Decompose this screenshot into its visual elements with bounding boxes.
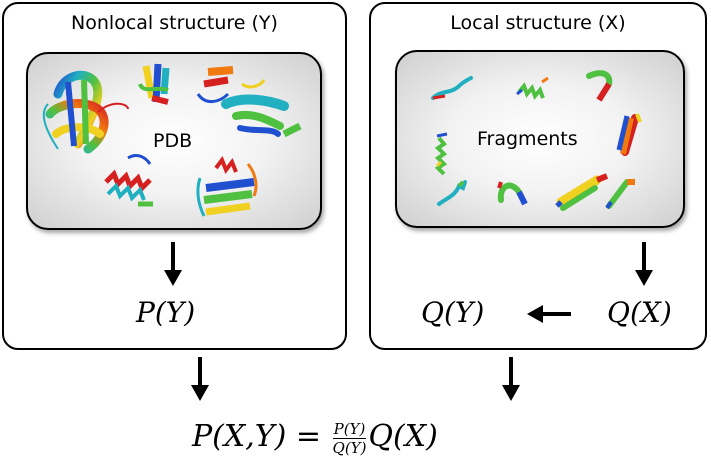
fragment-7 (497, 181, 528, 206)
p-of-y-label: P(Y) (136, 296, 196, 329)
formula-lhs: P(X,Y) = (192, 419, 321, 454)
fragment-6 (437, 180, 467, 206)
fragment-structures-illustration (431, 70, 642, 211)
arrow-left-q (527, 305, 571, 323)
joint-probability-formula: P(X,Y) = P(Y) Q(Y) Q(X) (192, 419, 438, 456)
fragment-4 (434, 132, 448, 176)
arrow-down-to-formula-right (502, 357, 520, 401)
nonlocal-structure-panel: Nonlocal structure (Y) (2, 2, 347, 350)
pdb-protein-structures-illustration (42, 63, 302, 217)
q-of-x-label: Q(X) (607, 296, 672, 329)
fragment-5 (616, 113, 642, 156)
formula-fraction: P(Y) Q(Y) (332, 419, 367, 457)
fragment-9 (605, 179, 635, 210)
fragments-box: Fragments (395, 50, 685, 228)
arrow-down-left-panel (164, 242, 182, 286)
fragment-2 (516, 76, 549, 100)
protein-mixed-right (196, 66, 302, 138)
formula-fraction-denominator: Q(Y) (332, 438, 367, 457)
formula-fraction-numerator: P(Y) (332, 419, 367, 439)
local-structure-panel: Local structure (X) (369, 2, 707, 350)
nonlocal-structure-title: Nonlocal structure (Y) (71, 12, 278, 34)
fragment-3 (586, 70, 613, 102)
arrow-down-right-panel (635, 242, 653, 286)
protein-sheet-bottom-right (196, 155, 258, 217)
fragment-8 (555, 173, 609, 211)
formula-rhs: Q(X) (368, 419, 438, 454)
protein-helix-bottom-left (104, 154, 153, 207)
pdb-box: PDB (26, 52, 322, 230)
protein-helix-top (138, 63, 170, 105)
pdb-label: PDB (153, 130, 193, 152)
local-structure-title: Local structure (X) (450, 12, 626, 34)
protein-barrel (42, 70, 129, 154)
arrow-down-to-formula-left (191, 357, 209, 401)
fragments-label: Fragments (477, 128, 578, 150)
fragment-1 (431, 76, 473, 100)
q-of-y-label: Q(Y) (421, 296, 485, 329)
